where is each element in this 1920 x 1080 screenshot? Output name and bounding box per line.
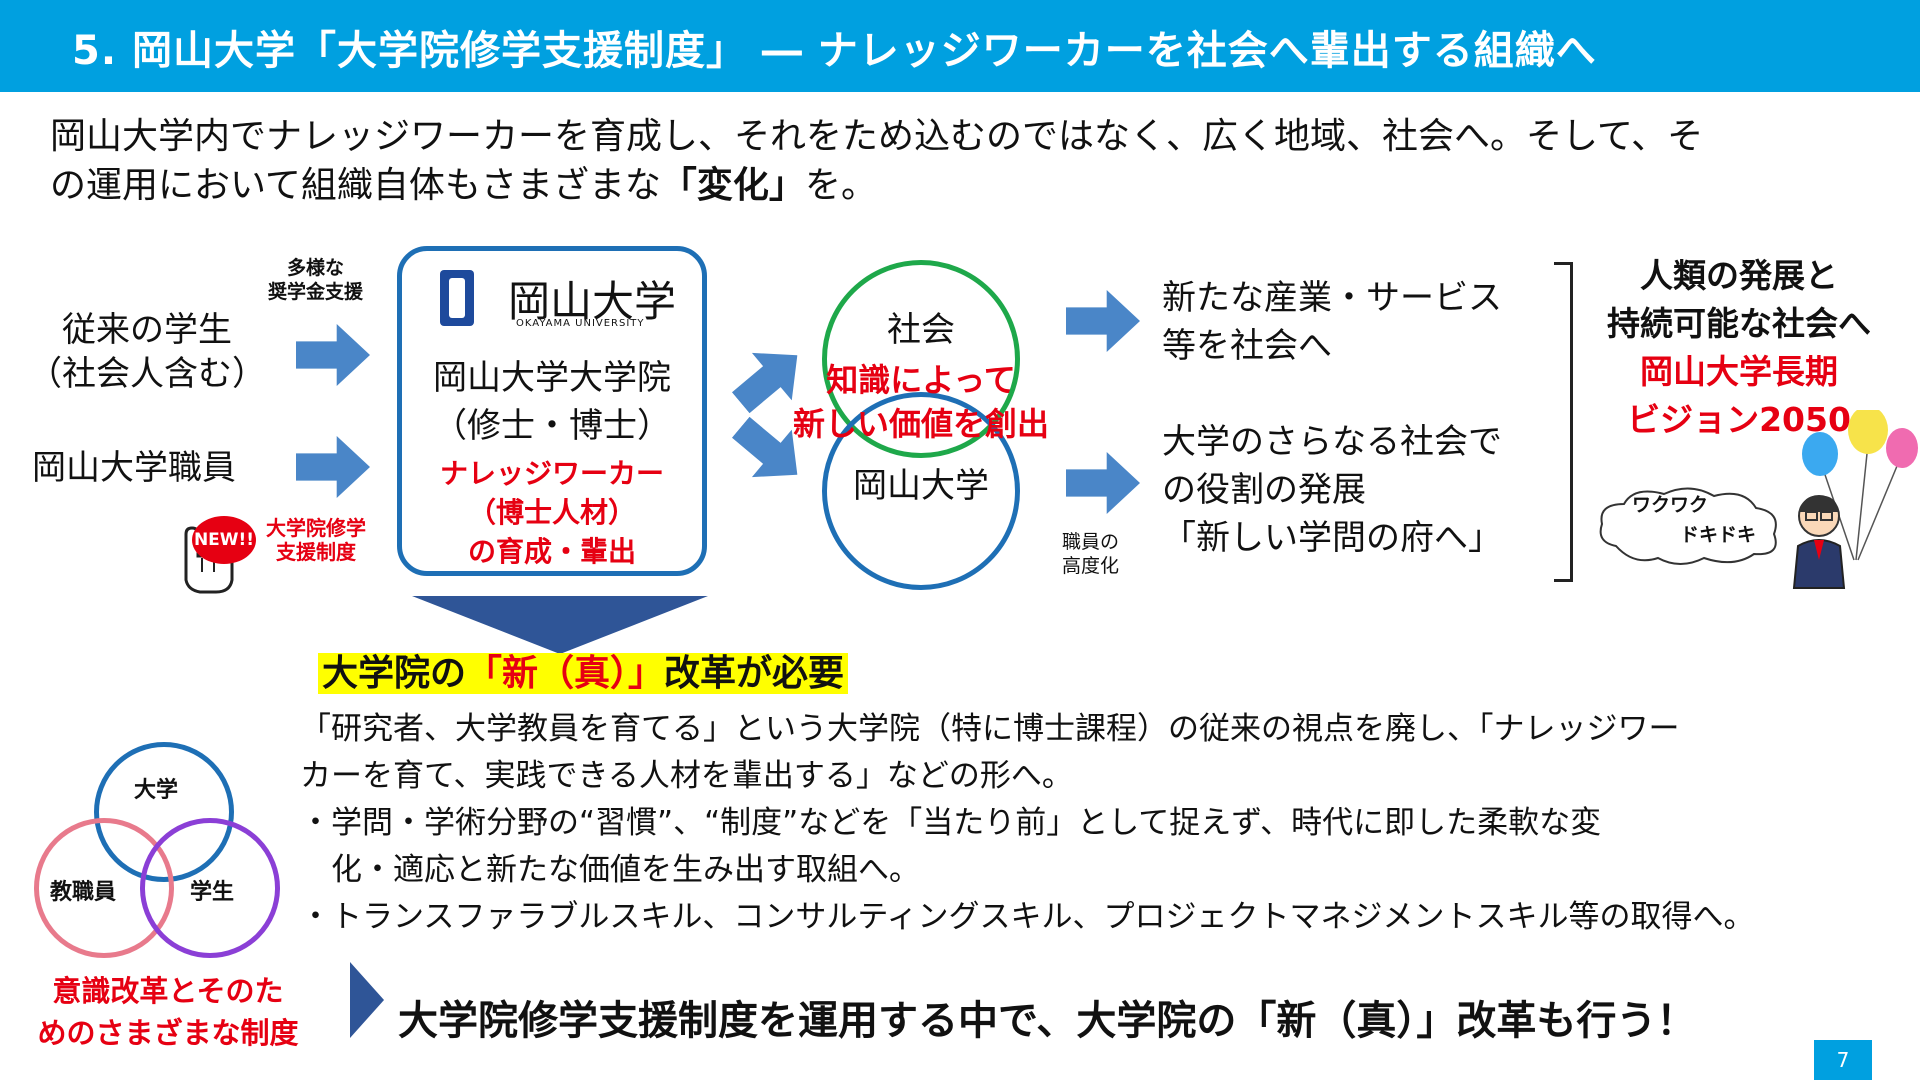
university-label: 岡山大学 xyxy=(822,464,1020,508)
reform-heading: 大学院の「新（真）」改革が必要 xyxy=(318,650,848,698)
staff-arrow xyxy=(296,436,370,498)
reform-heading-a: 大学院の xyxy=(322,653,466,694)
bottom-message: 大学院修学支援制度を運用する中で、大学院の「新（真）」改革も行う！ xyxy=(398,988,1696,1046)
intro-change-emphasis: 「変化」 xyxy=(661,165,805,206)
knowledge-worker-text: ナレッジワーカー （博士人材） の育成・輩出 xyxy=(407,454,697,571)
reform-heading-text: 大学院の「新（真）」改革が必要 xyxy=(318,653,848,694)
intro-line-2-a: の運用において組織自体もさまざまな xyxy=(50,165,661,206)
intro-line-2-c: を。 xyxy=(805,165,877,206)
intro-text: 岡山大学内でナレッジワーカーを育成し、それをため込むのではなく、広く地域、社会へ… xyxy=(50,112,1890,210)
graduate-school-title: 岡山大学大学院 （修士・博士） xyxy=(407,354,697,450)
venn-staff-label: 教職員 xyxy=(50,874,116,906)
students-label: 従来の学生 （社会人含む） xyxy=(28,308,266,396)
new-system-label: 大学院修学 支援制度 xyxy=(266,516,366,564)
president-character-icon xyxy=(1784,490,1854,590)
slide-title: 5. 岡山大学「大学院修学支援制度」 ― ナレッジワーカーを社会へ輩出する組織へ xyxy=(72,18,1597,76)
cloud-text-2: ドキドキ xyxy=(1680,520,1756,547)
students-arrow xyxy=(296,324,370,386)
venn-university-label: 大学 xyxy=(134,772,178,804)
intro-line-1: 岡山大学内でナレッジワーカーを育成し、それをため込むのではなく、広く地域、社会へ… xyxy=(50,112,1890,161)
page-number: 7 xyxy=(1814,1040,1872,1080)
logo-subtext: OKAYAMA UNIVERSITY xyxy=(516,318,645,329)
reform-line-3: ・学問・学術分野の“習慣”、“制度”などを「当たり前」として捉えず、時代に即した… xyxy=(300,800,1910,847)
reform-line-2: カーを育て、実践できる人材を輩出する」などの形へ。 xyxy=(300,753,1910,800)
intro-line-2: の運用において組織自体もさまざまな「変化」を。 xyxy=(50,161,1890,210)
university-role-text: 大学のさらなる社会で の役割の発展 「新しい学問の府へ」 xyxy=(1162,418,1502,562)
awareness-reform-text: 意識改革とそのた めのさまざまな制度 xyxy=(18,970,318,1054)
cloud-text-1: ワクワク xyxy=(1632,490,1708,517)
reform-line-4: 化・適応と新たな価値を生み出す取組へ。 xyxy=(300,847,1910,894)
down-arrow xyxy=(412,596,708,654)
reform-heading-c: 改革が必要 xyxy=(664,653,844,694)
reform-heading-new: 「新（真）」 xyxy=(466,653,664,694)
industry-text: 新たな産業・サービス 等を社会へ xyxy=(1162,274,1502,370)
arrow-to-role xyxy=(1066,452,1140,514)
staff-upgrade-label: 職員の 高度化 xyxy=(1062,530,1119,578)
reform-line-1: 「研究者、大学教員を育てる」という大学院（特に博士課程）の従来の視点を廃し、「ナ… xyxy=(300,706,1910,753)
chevron-right-icon xyxy=(350,962,384,1038)
reform-line-5: ・トランスファラブルスキル、コンサルティングスキル、プロジェクトマネジメントスキ… xyxy=(300,894,1910,941)
knowledge-value-text: 知識によって 新しい価値を創出 xyxy=(790,358,1052,446)
staff-label: 岡山大学職員 xyxy=(32,446,236,490)
scholarship-label: 多様な 奨学金支援 xyxy=(268,256,363,304)
reform-body: 「研究者、大学教員を育てる」という大学院（特に博士課程）の従来の視点を廃し、「ナ… xyxy=(300,706,1910,941)
okayama-logo-icon xyxy=(440,270,474,326)
venn-student-label: 学生 xyxy=(190,874,234,906)
arrow-to-industry xyxy=(1066,290,1140,352)
vision-text: 人類の発展と 持続可能な社会へ xyxy=(1586,252,1892,348)
new-badge: NEW!! xyxy=(192,516,256,564)
society-label: 社会 xyxy=(822,308,1020,352)
right-bracket xyxy=(1554,262,1573,582)
